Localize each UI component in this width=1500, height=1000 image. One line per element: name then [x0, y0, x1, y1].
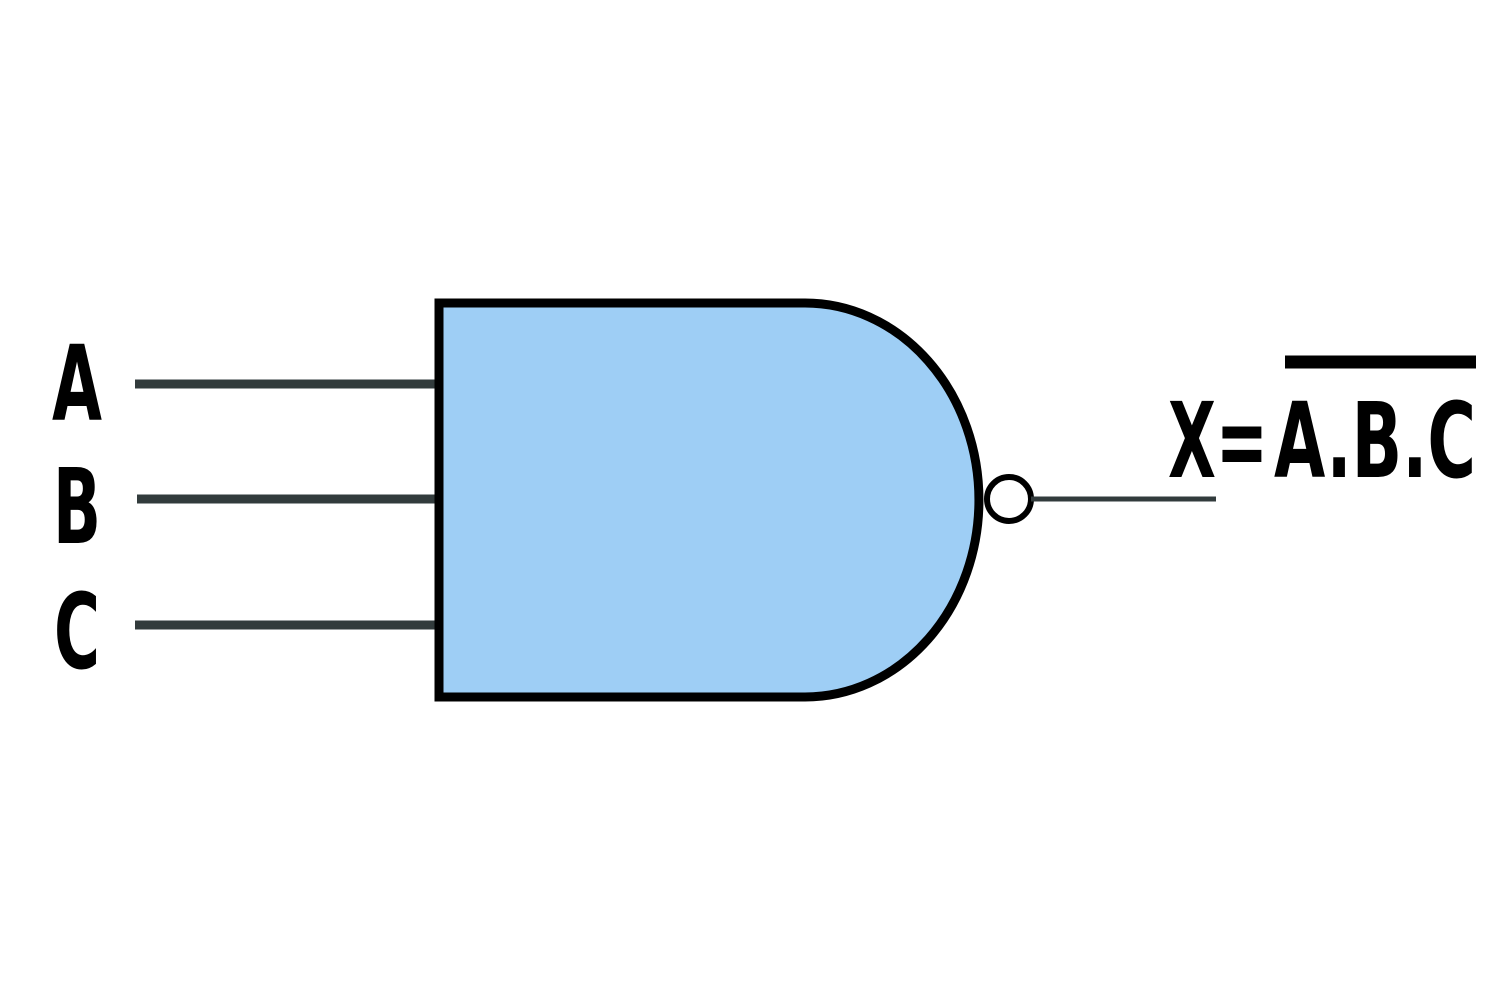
nand-gate-body — [434, 298, 984, 702]
output-expression-rhs: A.B.C — [1274, 380, 1476, 502]
input-label-c: C — [54, 571, 100, 693]
inversion-bubble — [984, 474, 1034, 524]
input-label-b: B — [53, 446, 101, 568]
input-label-a: A — [52, 323, 102, 445]
output-expression-lhs: X= — [1168, 380, 1268, 502]
